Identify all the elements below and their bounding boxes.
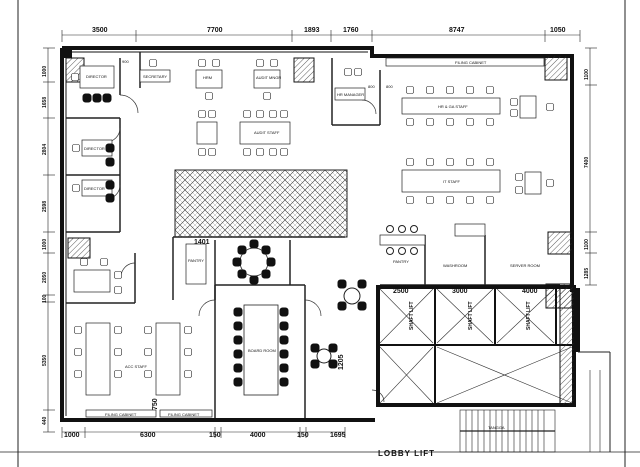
label-shaft-lift-1: SHAFT LIFT [409, 301, 415, 330]
dim-left-1: 1000 [42, 66, 48, 77]
label-filing-cabinet-left: FILING CABINET [105, 412, 137, 417]
dim-left-5: 1000 [42, 239, 48, 250]
shaft-cross-lines [379, 288, 573, 404]
core-walls [376, 285, 576, 407]
stair [459, 351, 611, 453]
column-hatch-1 [293, 57, 315, 83]
secretary-desk [139, 59, 171, 83]
label-stair: TANGGA [488, 425, 505, 430]
audit-mngr-desk [253, 59, 281, 100]
label-washroom: WASHROOM [443, 263, 467, 268]
round-table [232, 239, 276, 285]
label-hr-manager: HR MANAGER [337, 92, 364, 97]
label-it-staff: IT STAFF [443, 179, 461, 184]
dim-right-2: 7400 [584, 157, 590, 168]
label-director-top: DIRECTOR [86, 74, 107, 79]
dim-top-5: 8747 [449, 27, 465, 34]
dim-left-6: 2050 [42, 272, 48, 283]
label-pantry-small: PANTRY [188, 258, 204, 263]
dim-right-3: 1100 [584, 239, 590, 250]
dimension-bottom [61, 427, 346, 438]
dim-top-4: 1760 [343, 27, 359, 34]
dim-1205: 1205 [338, 354, 345, 370]
label-shaft-lift-2: SHAFT LIFT [468, 301, 474, 330]
filing-cabinet-right [159, 409, 213, 418]
dimension-right [585, 47, 597, 286]
dim-right-1: 1100 [584, 69, 590, 80]
column-tl [62, 48, 72, 58]
label-secretary: SECRETARY [143, 74, 167, 79]
dim-top-3: 1893 [304, 27, 320, 34]
label-dim-900: 900 [122, 59, 129, 64]
dim-bottom-3: 150 [209, 432, 221, 439]
column-hatch-3 [67, 237, 91, 259]
dim-top-1: 3500 [92, 27, 108, 34]
dim-top-6: 1050 [550, 27, 566, 34]
label-audit-mngr: AUDIT MNGR [256, 75, 281, 80]
lounge-table-2 [310, 343, 338, 369]
it-staff-desks [401, 158, 554, 204]
lounge-table-1 [337, 279, 367, 311]
dim-left-4: 2598 [42, 201, 48, 212]
dimension-left [43, 47, 55, 433]
label-audit-staff: AUDIT STAFF [254, 130, 280, 135]
hr-manager-desk [334, 68, 366, 101]
filing-cabinet-left [85, 409, 157, 418]
label-lobby-lift: LOBBY LIFT [378, 449, 435, 458]
dim-750: 750 [152, 398, 159, 410]
hrm-desk [195, 59, 223, 100]
dim-1401: 1401 [194, 239, 210, 246]
label-director-2: DIRECTOR [84, 146, 105, 151]
label-filing-cabinet-right: FILING CABINET [168, 412, 200, 417]
core-hatch-right [559, 286, 575, 406]
dim-bottom-1: 1000 [64, 432, 80, 439]
boardroom-table [233, 304, 289, 396]
label-pantry: PANTRY [393, 259, 409, 264]
dim-right-4: 1285 [584, 268, 590, 279]
dim-bottom-5: 150 [297, 432, 309, 439]
outer-walls [60, 46, 580, 422]
audit-staff-desk [239, 110, 291, 156]
label-boardroom: BOARD ROOM [248, 348, 276, 353]
filing-cabinet-top [385, 57, 545, 67]
dimension-top [61, 30, 581, 42]
label-dim-800-b: 800 [386, 84, 393, 89]
acc-staff-desks [74, 322, 192, 396]
dim-left-3: 2804 [42, 144, 48, 155]
dim-2500: 2500 [393, 288, 409, 295]
dim-bottom-2: 6300 [140, 432, 156, 439]
pantry-stools [386, 223, 486, 255]
dim-left-2: 1658 [42, 97, 48, 108]
column-hatch-2 [544, 55, 568, 81]
director-office-2 [72, 139, 115, 167]
director-office-3 [72, 179, 115, 203]
dim-left-8: 5350 [42, 355, 48, 366]
column-hatch-4 [547, 231, 573, 255]
label-acc-staff: ACC STAFF [125, 364, 147, 369]
label-server-room: SERVER ROOM [510, 263, 540, 268]
label-hr-ga-staff: HR & GA STAFF [438, 104, 468, 109]
label-shaft-lift-3: SHAFT LIFT [526, 301, 532, 330]
director-office-4 [73, 258, 122, 294]
dim-top-2: 7700 [207, 27, 223, 34]
pantry-small-counter [185, 243, 207, 285]
dim-bottom-6: 1695 [330, 432, 346, 439]
dim-3000: 3000 [452, 288, 468, 295]
pantry-counter [379, 234, 426, 246]
dim-left-7: 100 [42, 294, 48, 303]
feature-herringbone [174, 169, 348, 238]
dim-bottom-4: 4000 [250, 432, 266, 439]
label-hrm: HRM [203, 75, 212, 80]
dim-4000: 4000 [522, 288, 538, 295]
label-filing-cabinet-top: FILING CABINET [455, 60, 487, 65]
dim-left-9: 440 [42, 416, 48, 425]
director-office-top [71, 65, 115, 103]
audit-desk-small [196, 110, 218, 156]
hr-ga-staff-desks [401, 86, 554, 126]
label-director-3: DIRECTOR [84, 186, 105, 191]
label-dim-800-a: 800 [368, 84, 375, 89]
